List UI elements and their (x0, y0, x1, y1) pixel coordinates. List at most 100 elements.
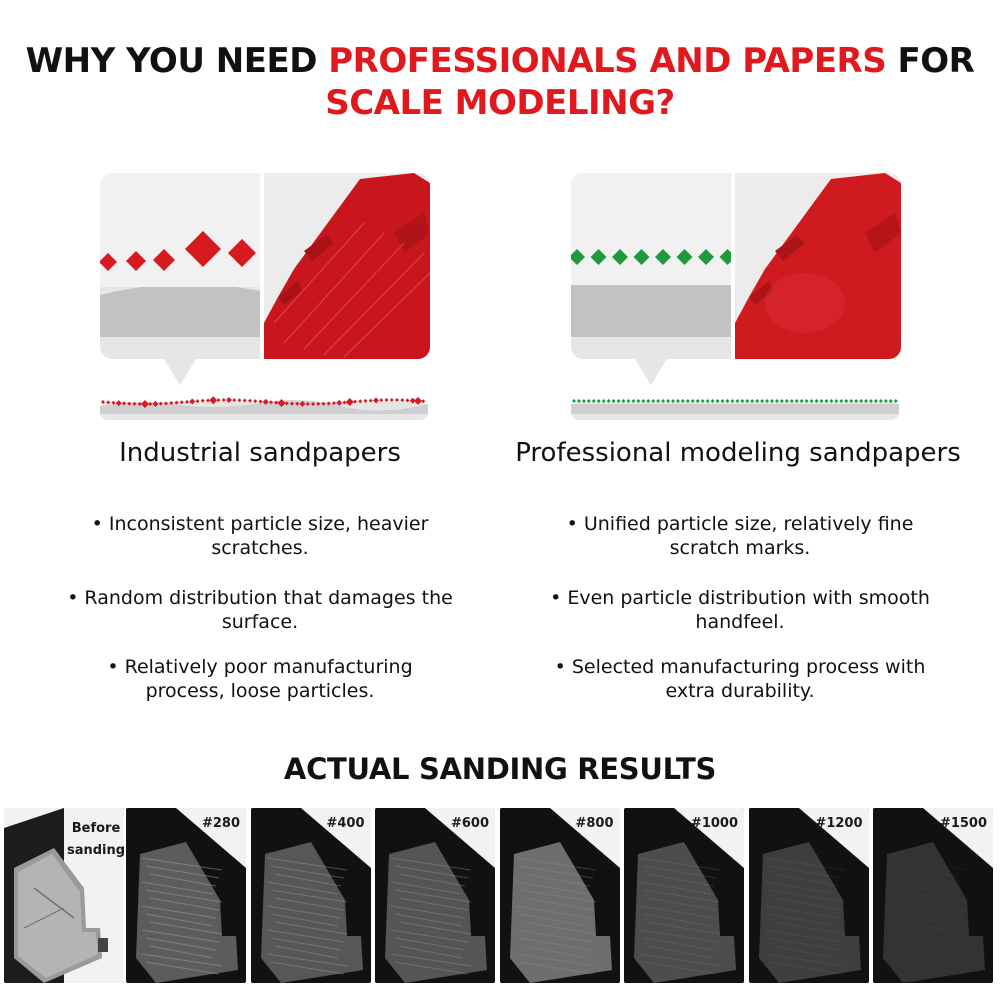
green-strip-diamond (735, 399, 740, 403)
red-strip-diamond (158, 401, 163, 406)
green-diamond (590, 249, 607, 265)
red-strip-diamond (384, 398, 389, 403)
green-strip-diamond (576, 399, 581, 403)
red-strip-diamond (299, 400, 306, 407)
green-strip-diamond (809, 399, 814, 403)
green-diamond (633, 249, 650, 265)
green-strip-diamond (690, 399, 695, 403)
swatch-grit-1200: #1200 (748, 808, 869, 983)
red-strip-diamond (206, 398, 210, 403)
red-strip-diamond (414, 396, 422, 405)
red-strip-diamond (221, 398, 226, 403)
red-strip-diamond (395, 398, 399, 403)
industrial-illustration (100, 173, 430, 385)
green-strip-diamond (804, 399, 809, 403)
red-strip-diamond (148, 401, 153, 406)
red-strip-diamond (284, 401, 289, 406)
red-strip-diamond (137, 401, 142, 406)
green-strip-diamond (888, 399, 893, 403)
grit-label: #600 (450, 816, 489, 831)
green-strip-diamond (893, 399, 898, 403)
green-strip-diamond (794, 399, 799, 403)
green-strip-diamond (651, 399, 656, 403)
red-strip-diamond (242, 398, 247, 403)
green-strip-diamond (705, 399, 710, 403)
swatch-grit-800: #800 (499, 808, 620, 983)
professional-bullet-3: • Selected manufacturing process with ex… (554, 656, 926, 702)
red-strip-diamond (122, 401, 126, 406)
green-diamond (571, 249, 585, 265)
green-diamond (676, 249, 693, 265)
red-strip-diamond (248, 398, 252, 403)
red-strip-diamond (290, 401, 294, 406)
green-strip-diamond (829, 399, 834, 403)
green-strip-diamond (854, 399, 859, 403)
red-strip-diamond (189, 398, 196, 405)
swatch-before-sanding: Before sanding (4, 808, 124, 983)
green-strip-diamond (784, 399, 789, 403)
industrial-pointer (164, 359, 196, 385)
swatch-grit-400: #400 (250, 808, 371, 983)
industrial-photo (264, 173, 430, 359)
green-strip-diamond (621, 399, 626, 403)
red-strip-diamond (316, 401, 321, 406)
red-diamond (153, 249, 175, 271)
swatch-grit-1000: #1000 (624, 808, 744, 983)
swatch-grit-1500: #1500 (873, 808, 993, 983)
red-strip-diamond (358, 399, 363, 404)
red-strip-diamond (258, 399, 263, 404)
red-part-scratched (264, 173, 430, 359)
green-diamond (612, 249, 628, 265)
red-strip-diamond (152, 400, 159, 407)
green-strip-diamond (715, 399, 720, 403)
red-strip-diamond (353, 399, 357, 404)
green-strip-diamond (824, 399, 829, 403)
green-strip-diamond (839, 399, 844, 403)
green-strip-diamond (750, 399, 755, 403)
red-strip-diamond (274, 400, 279, 405)
green-strip-diamond (878, 399, 883, 403)
green-diamond (698, 249, 714, 265)
professional-particle-diagram (571, 249, 731, 337)
industrial-title: Industrial sandpapers (119, 438, 401, 468)
grit-label: #280 (201, 816, 240, 831)
red-strip-diamond (174, 400, 179, 405)
industrial-diagram (100, 173, 260, 359)
red-strip-diamond (169, 401, 174, 406)
red-strip-diamond (226, 397, 232, 404)
green-strip-diamond (666, 399, 671, 403)
green-strip-diamond (770, 399, 774, 403)
red-strip-diamond (332, 401, 336, 406)
green-strip-diamond (695, 399, 700, 403)
swatch-grit-600: #600 (375, 808, 495, 983)
green-strip-diamond (730, 399, 735, 403)
green-strip-diamond (596, 399, 601, 403)
red-diamond (228, 239, 256, 267)
red-strip-diamond (209, 396, 218, 405)
green-strip-diamond (814, 399, 819, 403)
green-strip-diamond (661, 399, 666, 403)
green-strip-diamond (869, 399, 873, 403)
green-strip-diamond (631, 399, 636, 403)
red-strip-diamond (179, 400, 184, 405)
industrial-bullet-2: • Random distribution that damages the s… (67, 587, 453, 633)
green-strip-diamond (720, 399, 725, 403)
headline-part-2: FOR (886, 41, 975, 81)
red-strip-diamond (405, 398, 410, 403)
red-strip-diamond (200, 398, 205, 403)
green-strip-diamond (779, 399, 784, 403)
green-strip-diamond (799, 399, 804, 403)
red-strip-diamond (262, 398, 269, 405)
green-strip-diamond (616, 399, 621, 403)
professional-illustration (571, 173, 901, 385)
red-strip-diamond (421, 399, 426, 404)
red-strip-diamond (269, 400, 273, 405)
red-strip-diamond (106, 400, 111, 405)
green-strip-diamond (601, 399, 606, 403)
red-strip-diamond (368, 398, 373, 403)
industrial-particle-diagram (100, 231, 260, 337)
grit-label: #800 (575, 816, 614, 831)
red-strip-diamond (132, 401, 137, 406)
green-strip-diamond (883, 399, 888, 403)
red-strip-diamond (101, 400, 105, 404)
